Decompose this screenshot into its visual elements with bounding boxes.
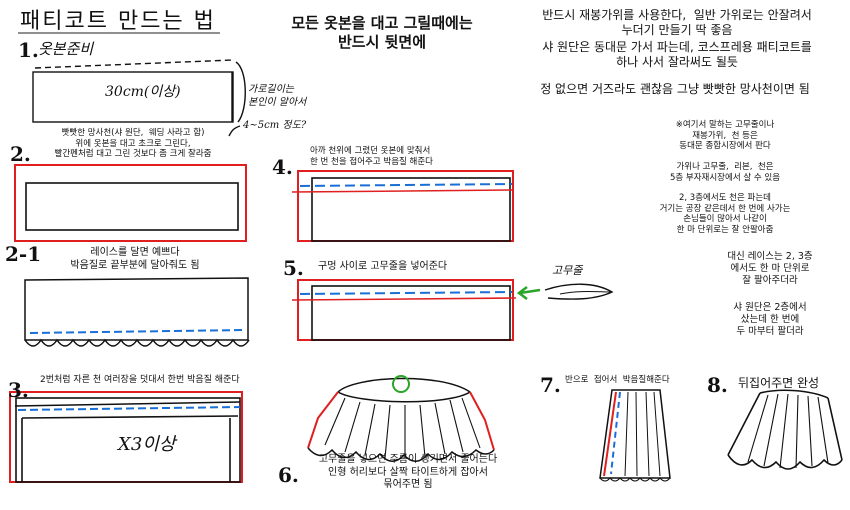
step3-number: 3.: [8, 378, 29, 402]
step6-gathered-skirt-drawing: [307, 375, 495, 462]
step2-1-number: 2-1: [5, 242, 42, 266]
step4-fold-drawing: [291, 170, 515, 242]
step8-number: 8.: [707, 373, 728, 397]
step2-1-lace-drawing: [24, 277, 250, 347]
step1-number: 1.: [18, 38, 39, 62]
step8-finished-skirt-drawing: [727, 389, 843, 470]
side-note-4: 대신 레이스는 2, 3층 에서도 한 마 단위로 잘 팔아주더라: [727, 251, 813, 286]
side-note-2: 가위나 고무줄, 리본, 천은 5층 부자재시장에서 살 수 있음: [669, 162, 781, 183]
step5-number: 5.: [283, 256, 304, 280]
step1-pattern-drawing: [32, 59, 246, 137]
step5-instructions: 구멍 사이로 고무줄을 넣어준다: [318, 261, 448, 272]
step2-number: 2.: [10, 142, 31, 166]
intro-line-2: 샤 원단은 동대문 가서 파는데, 코스프레용 패티코트를 하나 사서 잘라써도…: [542, 40, 812, 69]
page-title: 패티코트 만드는 법: [20, 9, 216, 34]
step1-measure-label: 30cm(이상): [105, 84, 181, 100]
step4-number: 4.: [272, 155, 293, 179]
step7-number: 7.: [540, 373, 561, 397]
step8-instructions: 뒤집어주면 완성: [738, 376, 820, 390]
step2-instructions: 빳빳한 망사천(샤 원단, 웨딩 사라고 함) 위에 옷본을 대고 초크로 그린…: [54, 128, 212, 160]
step3-multiplier: X3이상: [118, 434, 176, 455]
step2-fabric-drawing: [14, 164, 247, 242]
intro-line-3: 정 없으면 거즈라도 괜찮음 그냥 빳빳한 망사천이면 됨: [540, 82, 810, 96]
step5-elastic-label: 고무줄: [552, 264, 583, 277]
step5-elastic-drawing: [291, 279, 614, 341]
step2-1-instructions: 레이스를 달면 예쁘다 박음질로 끝부분에 달아줘도 됨: [70, 247, 200, 271]
header-warning: 모든 옷본을 대고 그릴때에는 반드시 뒷면에: [291, 14, 473, 51]
step7-instructions: 반으로 접어서 박음질해준다: [565, 375, 670, 385]
intro-line-1: 반드시 재봉가위를 사용한다, 일반 가위로는 안잘려서 누더기 만들기 딱 좋…: [542, 8, 812, 37]
side-note-5: 샤 원단은 2층에서 샀는데 한 번에 두 마부터 팔더라: [733, 302, 807, 337]
step1-height-note: 4~5cm 정도?: [243, 120, 307, 131]
side-note-3: 2, 3층에서도 천은 파는데 거기는 공장 같은데서 한 번에 사가는 손님들…: [659, 193, 791, 235]
step4-instructions: 아까 천위에 그렸던 옷본에 맞춰서 한 번 천을 접어주고 박음질 해준다: [310, 146, 433, 167]
step3-layered-fabric-drawing: [9, 391, 243, 483]
step6-instructions: 고무줄을 넣으면 주름이 생기면서 줄어든다 인형 허리보다 살짝 타이트하게 …: [318, 454, 498, 490]
step6-number: 6.: [278, 463, 299, 487]
step3-instructions: 2번처럼 자른 천 여러장을 덧대서 한번 박음질 해준다: [40, 375, 240, 385]
step1-side-note: 가로길이는 본인이 알아서: [248, 84, 307, 108]
step7-fold-stitch-drawing: [599, 389, 671, 482]
step1-title: 옷본준비: [38, 40, 94, 58]
side-note-1: ※여기서 말하는 고무줄이나 재봉가위, 천 등은 동대문 종합시장에서 판다: [675, 120, 775, 152]
